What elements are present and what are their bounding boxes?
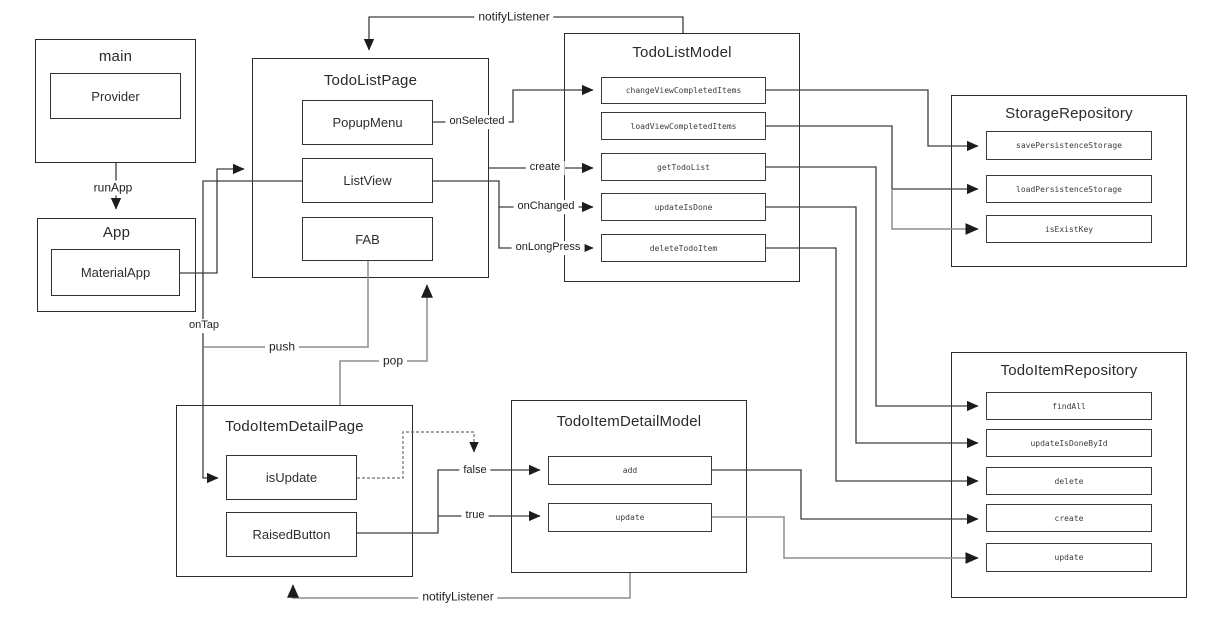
- method-detail-update: update: [548, 503, 712, 532]
- edge-delete-delete: [766, 247, 979, 487]
- edge-change-save: [766, 89, 979, 152]
- edge-label-on-long-press: onLongPress: [511, 241, 585, 255]
- method-find-all: findAll: [986, 392, 1152, 420]
- edge-raisedbutton-false: [357, 464, 541, 534]
- method-save-persistence-storage: savePersistenceStorage: [986, 131, 1152, 160]
- edge-load-load: [766, 125, 979, 195]
- edge-label-true: true: [461, 509, 489, 523]
- node-todo-item-repository-title: TodoItemRepository: [1000, 362, 1138, 379]
- node-popup-menu: PopupMenu: [302, 100, 433, 145]
- edge-label-notify-listener-bottom: notifyListener: [418, 589, 498, 605]
- node-is-update: isUpdate: [226, 455, 357, 500]
- node-main-title: main: [98, 48, 133, 65]
- edge-label-on-selected: onSelected: [445, 115, 509, 129]
- method-update-is-done: updateIsDone: [601, 193, 766, 221]
- method-is-exist-key: isExistKey: [986, 215, 1152, 243]
- node-storage-repository-title: StorageRepository: [1005, 105, 1133, 122]
- node-main: main: [35, 39, 196, 163]
- edge-update-update: [712, 516, 979, 564]
- node-material-app: MaterialApp: [51, 249, 180, 296]
- edge-label-push: push: [264, 339, 300, 355]
- edge-push: [204, 261, 369, 348]
- method-get-todo-list: getTodoList: [601, 153, 766, 181]
- node-todo-item-detail-model: TodoItemDetailModel: [511, 400, 747, 573]
- node-todo-item-detail-page-title: TodoItemDetailPage: [225, 418, 364, 435]
- edge-get-findall: [766, 166, 979, 412]
- edge-label-pop: pop: [378, 353, 408, 369]
- method-update: update: [986, 543, 1152, 572]
- method-change-view-completed-items: changeViewCompletedItems: [601, 77, 766, 104]
- node-todo-list-page: TodoListPage: [252, 58, 489, 278]
- node-raised-button: RaisedButton: [226, 512, 357, 557]
- method-delete: delete: [986, 467, 1152, 495]
- method-load-persistence-storage: loadPersistenceStorage: [986, 175, 1152, 203]
- node-app-title: App: [102, 224, 131, 241]
- node-todo-item-detail-model-title: TodoItemDetailModel: [556, 413, 702, 430]
- node-app: App: [37, 218, 196, 312]
- edge-update-updatebyid: [766, 206, 979, 449]
- node-todo-list-page-title: TodoListPage: [323, 72, 418, 89]
- method-load-view-completed-items: loadViewCompletedItems: [601, 112, 766, 140]
- edge-label-notify-listener-top: notifyListener: [474, 9, 554, 25]
- edge-load-isexistkey: [891, 189, 979, 235]
- edge-add-create: [712, 469, 979, 525]
- method-update-is-done-by-id: updateIsDoneById: [986, 429, 1152, 457]
- edge-label-create: create: [525, 161, 565, 175]
- edge-label-false: false: [459, 464, 491, 478]
- node-todo-item-repository: TodoItemRepository: [951, 352, 1187, 598]
- edge-isupdate-condition: [357, 431, 479, 479]
- node-storage-repository: StorageRepository: [951, 95, 1187, 267]
- method-delete-todo-item: deleteTodoItem: [601, 234, 766, 262]
- node-todo-item-detail-page: TodoItemDetailPage: [176, 405, 413, 577]
- node-list-view: ListView: [302, 158, 433, 203]
- edge-label-run-app: runApp: [89, 180, 137, 196]
- node-fab: FAB: [302, 217, 433, 261]
- edge-materialapp-todolistpage: [180, 163, 245, 274]
- node-provider: Provider: [50, 73, 181, 119]
- method-add: add: [548, 456, 712, 485]
- node-todo-list-model: TodoListModel: [564, 33, 800, 282]
- node-todo-list-model-title: TodoListModel: [632, 44, 732, 61]
- method-create: create: [986, 504, 1152, 532]
- edge-label-on-tap: onTap: [185, 319, 223, 333]
- edge-pop: [339, 284, 433, 405]
- edge-label-on-changed: onChanged: [513, 200, 579, 214]
